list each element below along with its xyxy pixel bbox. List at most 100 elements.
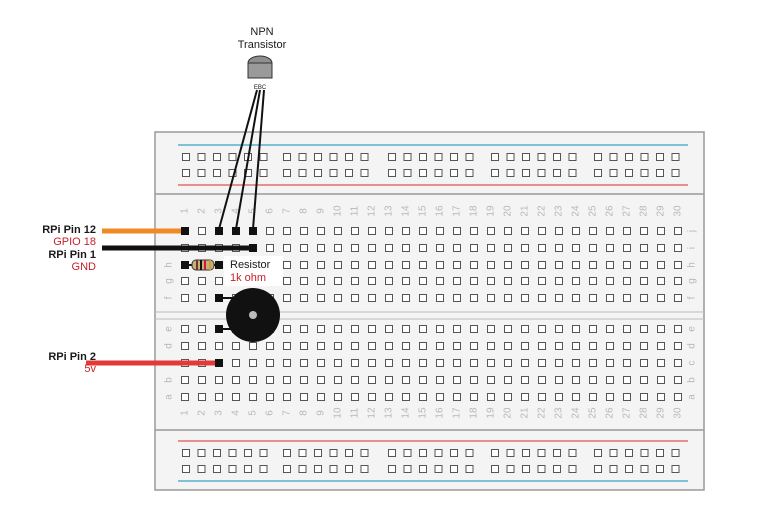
rail-hole bbox=[182, 169, 190, 177]
column-number: 18 bbox=[469, 205, 480, 217]
rail-hole bbox=[259, 449, 268, 457]
breadboard-hole bbox=[453, 227, 461, 235]
breadboard-hole bbox=[368, 244, 376, 252]
row-letter: e bbox=[687, 326, 698, 332]
breadboard-hole bbox=[623, 294, 631, 302]
breadboard-hole bbox=[623, 393, 631, 401]
breadboard-hole bbox=[606, 261, 614, 269]
rail-hole bbox=[360, 153, 369, 161]
rail-hole bbox=[314, 153, 322, 161]
breadboard-hole bbox=[334, 261, 342, 269]
rail-hole bbox=[244, 465, 252, 473]
breadboard-hole bbox=[453, 376, 461, 384]
breadboard-hole bbox=[453, 261, 461, 269]
breadboard-hole bbox=[606, 277, 614, 285]
rail-hole bbox=[553, 465, 561, 473]
breadboard-hole bbox=[368, 261, 376, 269]
breadboard-hole bbox=[215, 376, 223, 384]
breadboard-hole bbox=[300, 359, 308, 367]
breadboard-hole bbox=[419, 342, 427, 350]
transistor-leg-emitter bbox=[218, 89, 258, 230]
breadboard-hole bbox=[215, 342, 223, 350]
row-letter: d bbox=[164, 343, 175, 349]
breadboard-hole bbox=[402, 294, 410, 302]
row-letter: b bbox=[687, 377, 698, 383]
breadboard-hole bbox=[436, 261, 444, 269]
breadboard-hole bbox=[487, 342, 495, 350]
breadboard-hole bbox=[674, 376, 682, 384]
breadboard-hole bbox=[538, 227, 546, 235]
column-number: 29 bbox=[656, 205, 667, 217]
rail-hole bbox=[609, 465, 618, 473]
breadboard-hole bbox=[674, 342, 682, 350]
breadboard-hole bbox=[640, 261, 648, 269]
breadboard-hole bbox=[640, 359, 648, 367]
label-gpio-18: GPIO 18 bbox=[53, 236, 96, 248]
breadboard-hole bbox=[640, 342, 648, 350]
rail-hole bbox=[522, 449, 530, 457]
breadboard-hole bbox=[283, 294, 291, 302]
breadboard-hole bbox=[504, 393, 512, 401]
breadboard-hole bbox=[232, 376, 240, 384]
breadboard-hole bbox=[674, 393, 682, 401]
rail-hole bbox=[506, 169, 515, 177]
rail-hole bbox=[640, 465, 649, 473]
rail-hole bbox=[403, 169, 412, 177]
breadboard-hole bbox=[572, 261, 580, 269]
column-number: 8 bbox=[299, 410, 310, 416]
breadboard-hole bbox=[436, 393, 444, 401]
breadboard-hole bbox=[504, 294, 512, 302]
breadboard-hole bbox=[266, 359, 274, 367]
column-number: 26 bbox=[605, 205, 616, 217]
breadboard-hole bbox=[385, 376, 393, 384]
column-number: 5 bbox=[248, 208, 259, 214]
breadboard-hole bbox=[589, 325, 597, 333]
breadboard-hole bbox=[402, 325, 410, 333]
hole-c3-used bbox=[215, 359, 223, 367]
breadboard-hole bbox=[470, 294, 478, 302]
rail-hole bbox=[403, 449, 412, 457]
rail-hole bbox=[228, 449, 237, 457]
rail-hole bbox=[314, 465, 322, 473]
breadboard-hole bbox=[385, 393, 393, 401]
column-number: 4 bbox=[231, 410, 242, 416]
breadboard-hole bbox=[232, 393, 240, 401]
breadboard-hole bbox=[470, 359, 478, 367]
breadboard-hole bbox=[555, 277, 563, 285]
rail-hole bbox=[450, 465, 458, 473]
breadboard-hole bbox=[521, 277, 529, 285]
hole-j1-used bbox=[181, 227, 189, 235]
breadboard-hole bbox=[504, 227, 512, 235]
breadboard-hole bbox=[334, 244, 342, 252]
breadboard-hole bbox=[538, 277, 546, 285]
breadboard-hole bbox=[623, 261, 631, 269]
rail-hole bbox=[568, 169, 577, 177]
rail-hole bbox=[298, 449, 307, 457]
breadboard-hole bbox=[657, 325, 665, 333]
breadboard-hole bbox=[249, 376, 257, 384]
breadboard-hole bbox=[283, 376, 291, 384]
breadboard-hole bbox=[283, 393, 291, 401]
breadboard-hole bbox=[266, 227, 274, 235]
column-number: 7 bbox=[282, 410, 293, 416]
breadboard-hole bbox=[606, 325, 614, 333]
rail-hole bbox=[671, 169, 680, 177]
breadboard-hole bbox=[453, 277, 461, 285]
breadboard-hole bbox=[504, 261, 512, 269]
breadboard-hole bbox=[538, 244, 546, 252]
rail-hole bbox=[213, 465, 221, 473]
rail-hole bbox=[360, 465, 369, 473]
breadboard-hole bbox=[487, 376, 495, 384]
breadboard-hole bbox=[606, 359, 614, 367]
rail-hole bbox=[283, 153, 291, 161]
breadboard-hole bbox=[351, 376, 359, 384]
rail-hole bbox=[450, 153, 458, 161]
rail-hole bbox=[388, 449, 396, 457]
breadboard-hole bbox=[351, 227, 359, 235]
breadboard-hole bbox=[453, 325, 461, 333]
row-letter: h bbox=[687, 262, 698, 268]
breadboard-hole bbox=[402, 244, 410, 252]
rail-hole bbox=[197, 465, 206, 473]
breadboard-hole bbox=[487, 227, 495, 235]
rail-hole bbox=[537, 169, 546, 177]
